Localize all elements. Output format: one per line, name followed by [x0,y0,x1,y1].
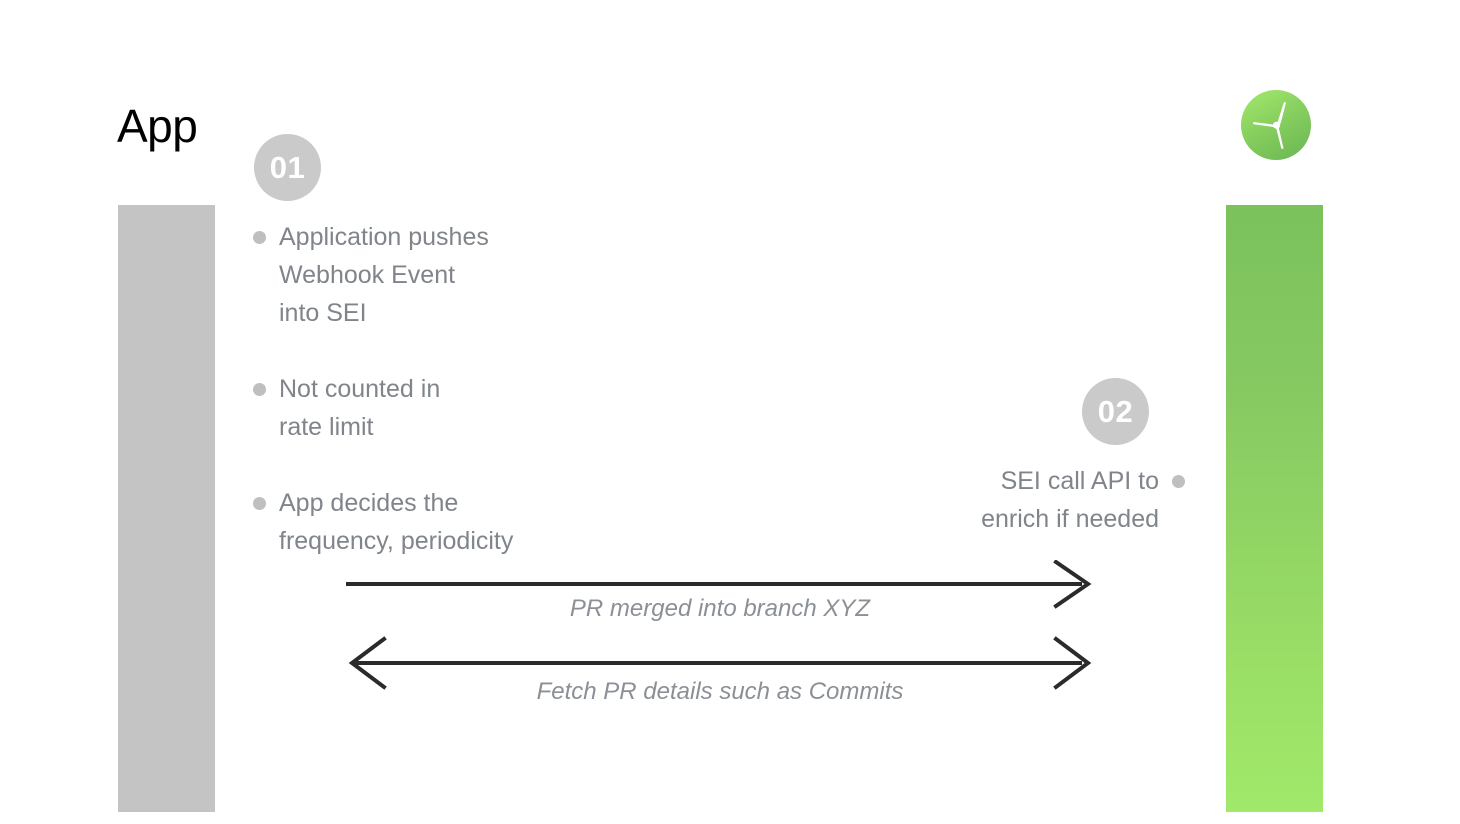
api-enrichment-arrow [348,636,1092,690]
arrow-label-fetch: Fetch PR details such as Commits [536,678,904,705]
bullet-dot-icon [1172,475,1185,488]
list-item: App decides the frequency, periodicity [253,484,673,560]
step-badge-01: 01 [254,134,321,201]
step-badge-02: 02 [1082,378,1149,445]
page-title: App [117,100,198,152]
sei-propeller-logo-icon [1240,89,1312,161]
arrow-group: PR merged into branch XYZ Fetch PR detai… [340,559,1100,710]
list-item-label: SEI call API to enrich if needed [981,467,1159,533]
sei-bullet-list: SEI call API to enrich if needed [820,462,1185,538]
webhook-event-arrow [346,559,1092,609]
list-item-label: Not counted in rate limit [279,375,441,441]
sei-lane-bar [1226,205,1323,812]
app-lane-bar [118,205,215,812]
list-item-label: App decides the frequency, periodicity [279,489,514,555]
arrow-lines [346,559,1092,690]
arrow-label-webhook: PR merged into branch XYZ [569,595,871,622]
list-item: SEI call API to enrich if needed [820,462,1185,538]
bullet-dot-icon [253,231,266,244]
app-bullet-list: Application pushes Webhook Event into SE… [253,218,673,560]
bullet-dot-icon [253,383,266,396]
list-item-label: Application pushes Webhook Event into SE… [279,223,489,327]
list-item: Application pushes Webhook Event into SE… [253,218,673,332]
bullet-dot-icon [253,497,266,510]
list-item: Not counted in rate limit [253,370,673,446]
